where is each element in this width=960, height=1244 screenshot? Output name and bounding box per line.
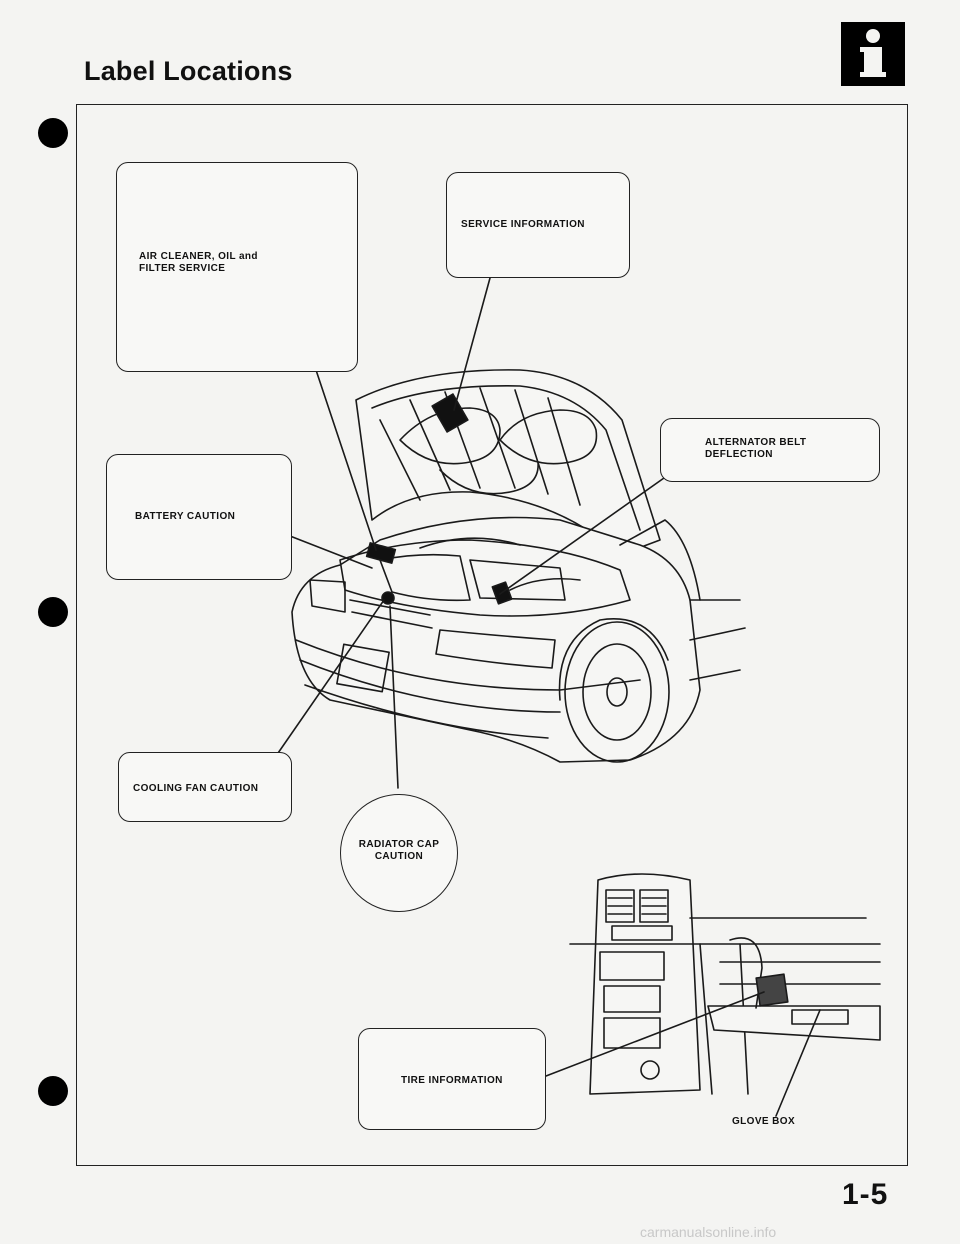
alternator-belt-label: ALTERNATOR BELT DEFLECTION bbox=[660, 418, 880, 482]
cooling-fan-caution-label-text: COOLING FAN CAUTION bbox=[133, 783, 259, 794]
page-title: Label Locations bbox=[84, 56, 293, 86]
binder-hole-top bbox=[38, 118, 68, 148]
page-number: 1-5 bbox=[842, 1178, 889, 1211]
radiator-cap-caution-label: RADIATOR CAP CAUTION bbox=[340, 794, 458, 912]
tire-information-label-text: TIRE INFORMATION bbox=[401, 1075, 503, 1086]
service-information-label-text: SERVICE INFORMATION bbox=[461, 219, 585, 230]
radiator-cap-caution-label-text: RADIATOR CAP CAUTION bbox=[358, 839, 440, 862]
info-icon bbox=[841, 22, 905, 86]
binder-hole-middle bbox=[38, 597, 68, 627]
binder-hole-bottom bbox=[38, 1076, 68, 1106]
battery-caution-label: BATTERY CAUTION bbox=[106, 454, 292, 580]
tire-information-label: TIRE INFORMATION bbox=[358, 1028, 546, 1130]
watermark: carmanualsonline.info bbox=[640, 1224, 777, 1240]
battery-caution-label-text: BATTERY CAUTION bbox=[135, 511, 236, 522]
cooling-fan-caution-label: COOLING FAN CAUTION bbox=[118, 752, 292, 822]
service-information-label: SERVICE INFORMATION bbox=[446, 172, 630, 278]
air-cleaner-label: AIR CLEANER, OIL and FILTER SERVICE bbox=[116, 162, 358, 372]
illustration-frame bbox=[76, 104, 908, 1166]
alternator-belt-label-text: ALTERNATOR BELT DEFLECTION bbox=[705, 437, 807, 460]
glove-box-callout: GLOVE BOX bbox=[732, 1116, 796, 1127]
air-cleaner-label-text: AIR CLEANER, OIL and FILTER SERVICE bbox=[139, 251, 258, 274]
